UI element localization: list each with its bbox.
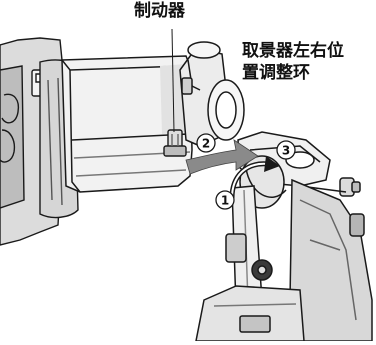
brake-label: 制动器 bbox=[134, 1, 185, 21]
brake-leader-line bbox=[171, 28, 175, 133]
step-badge-1: 1 bbox=[215, 190, 235, 210]
brake-knob bbox=[163, 129, 187, 157]
step-badge-3: 3 bbox=[276, 140, 296, 160]
rotate-arrow-head bbox=[264, 156, 280, 172]
adjustment-ring-label: 取景器左右位 置调整环 bbox=[242, 40, 374, 84]
svg-text:1: 1 bbox=[221, 194, 229, 208]
adjustment-ring-label-line-2: 置调整环 bbox=[242, 63, 310, 83]
camera-base bbox=[195, 285, 305, 342]
step-badge-2: 2 bbox=[196, 133, 216, 153]
svg-text:2: 2 bbox=[202, 137, 210, 151]
slide-arrow bbox=[185, 139, 259, 175]
mount-tube bbox=[179, 41, 245, 147]
adjustment-ring-label-line-1: 取景器左右位 bbox=[242, 41, 344, 61]
rotate-arrow-inner bbox=[231, 162, 269, 199]
svg-text:3: 3 bbox=[282, 144, 290, 158]
